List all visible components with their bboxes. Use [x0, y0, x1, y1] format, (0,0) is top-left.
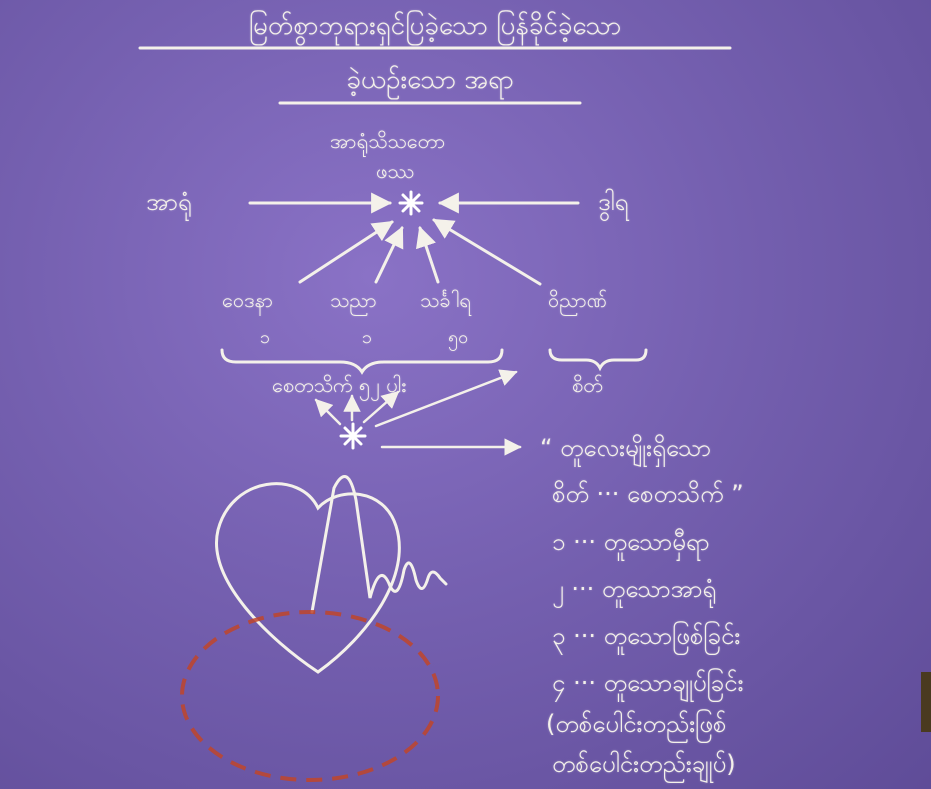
arrow-to-citta [374, 369, 518, 428]
node-count-sanna: ၁ [362, 327, 373, 348]
list-item-4: ၄ ··· တူသောချုပ်ခြင်း [552, 669, 744, 697]
arrow-sankhara-up [416, 226, 440, 284]
ecg-wave-icon [310, 475, 448, 614]
heart-outline-icon [215, 482, 401, 674]
star-burst-icon [398, 190, 424, 216]
edge-bar [921, 672, 931, 732]
group-label-citta: စိတ် [572, 373, 603, 397]
star-burst-icon [339, 422, 367, 450]
red-ellipse-loop [180, 610, 440, 782]
paren-line-2: တစ်ပေါင်းတည်းချုပ်) [552, 750, 736, 778]
list-item-1: ၁ ··· တူသောမှီရာ [552, 528, 710, 556]
paren-line-1: (တစ်ပေါင်းတည်းဖြစ် [546, 710, 727, 738]
arrow-small-3 [362, 390, 400, 424]
title-line-1: မြတ်စွာဘုရားရှင်ပြခဲ့သော ပြန်ခိုင်ခဲ့သော [248, 11, 622, 41]
left-label: အာရုံ [146, 188, 192, 216]
arrow-vinnana-up [432, 218, 542, 286]
quote-line-1: “ တူလေးမျိုးရှိသော [540, 434, 712, 462]
node-label-vinnana: ဝိညာဏ် [548, 288, 607, 312]
brace-citta [548, 348, 648, 372]
list-item-3: ၃ ··· တူသောဖြစ်ခြင်း [552, 622, 741, 650]
center-caption-1: အာရုံသိသတော [330, 129, 446, 153]
node-count-vedana: ၁ [260, 327, 271, 348]
node-count-sankhara: ၅၀ [448, 327, 469, 348]
node-label-sanna: သညာ [330, 288, 377, 312]
right-label: ဒွါရ [598, 188, 629, 216]
title-line-2: ခဲ့ယဥ်းသော အရာ [346, 65, 514, 95]
center-caption-2: ဖဿ [376, 159, 415, 183]
list-item-2: ၂ ··· တူသောအာရုံ [552, 575, 717, 603]
quote-line-2: စိတ် ··· စေတသိက် ” [552, 480, 744, 508]
arrow-sanna-up [374, 226, 404, 284]
brace-cetasika [220, 348, 504, 375]
arrow-small-1 [314, 398, 342, 426]
node-label-sankhara: သင်္ခါရ [420, 288, 471, 312]
arrow-vedana-up [298, 220, 394, 284]
node-label-vedana: ဝေဒနာ [222, 288, 274, 312]
